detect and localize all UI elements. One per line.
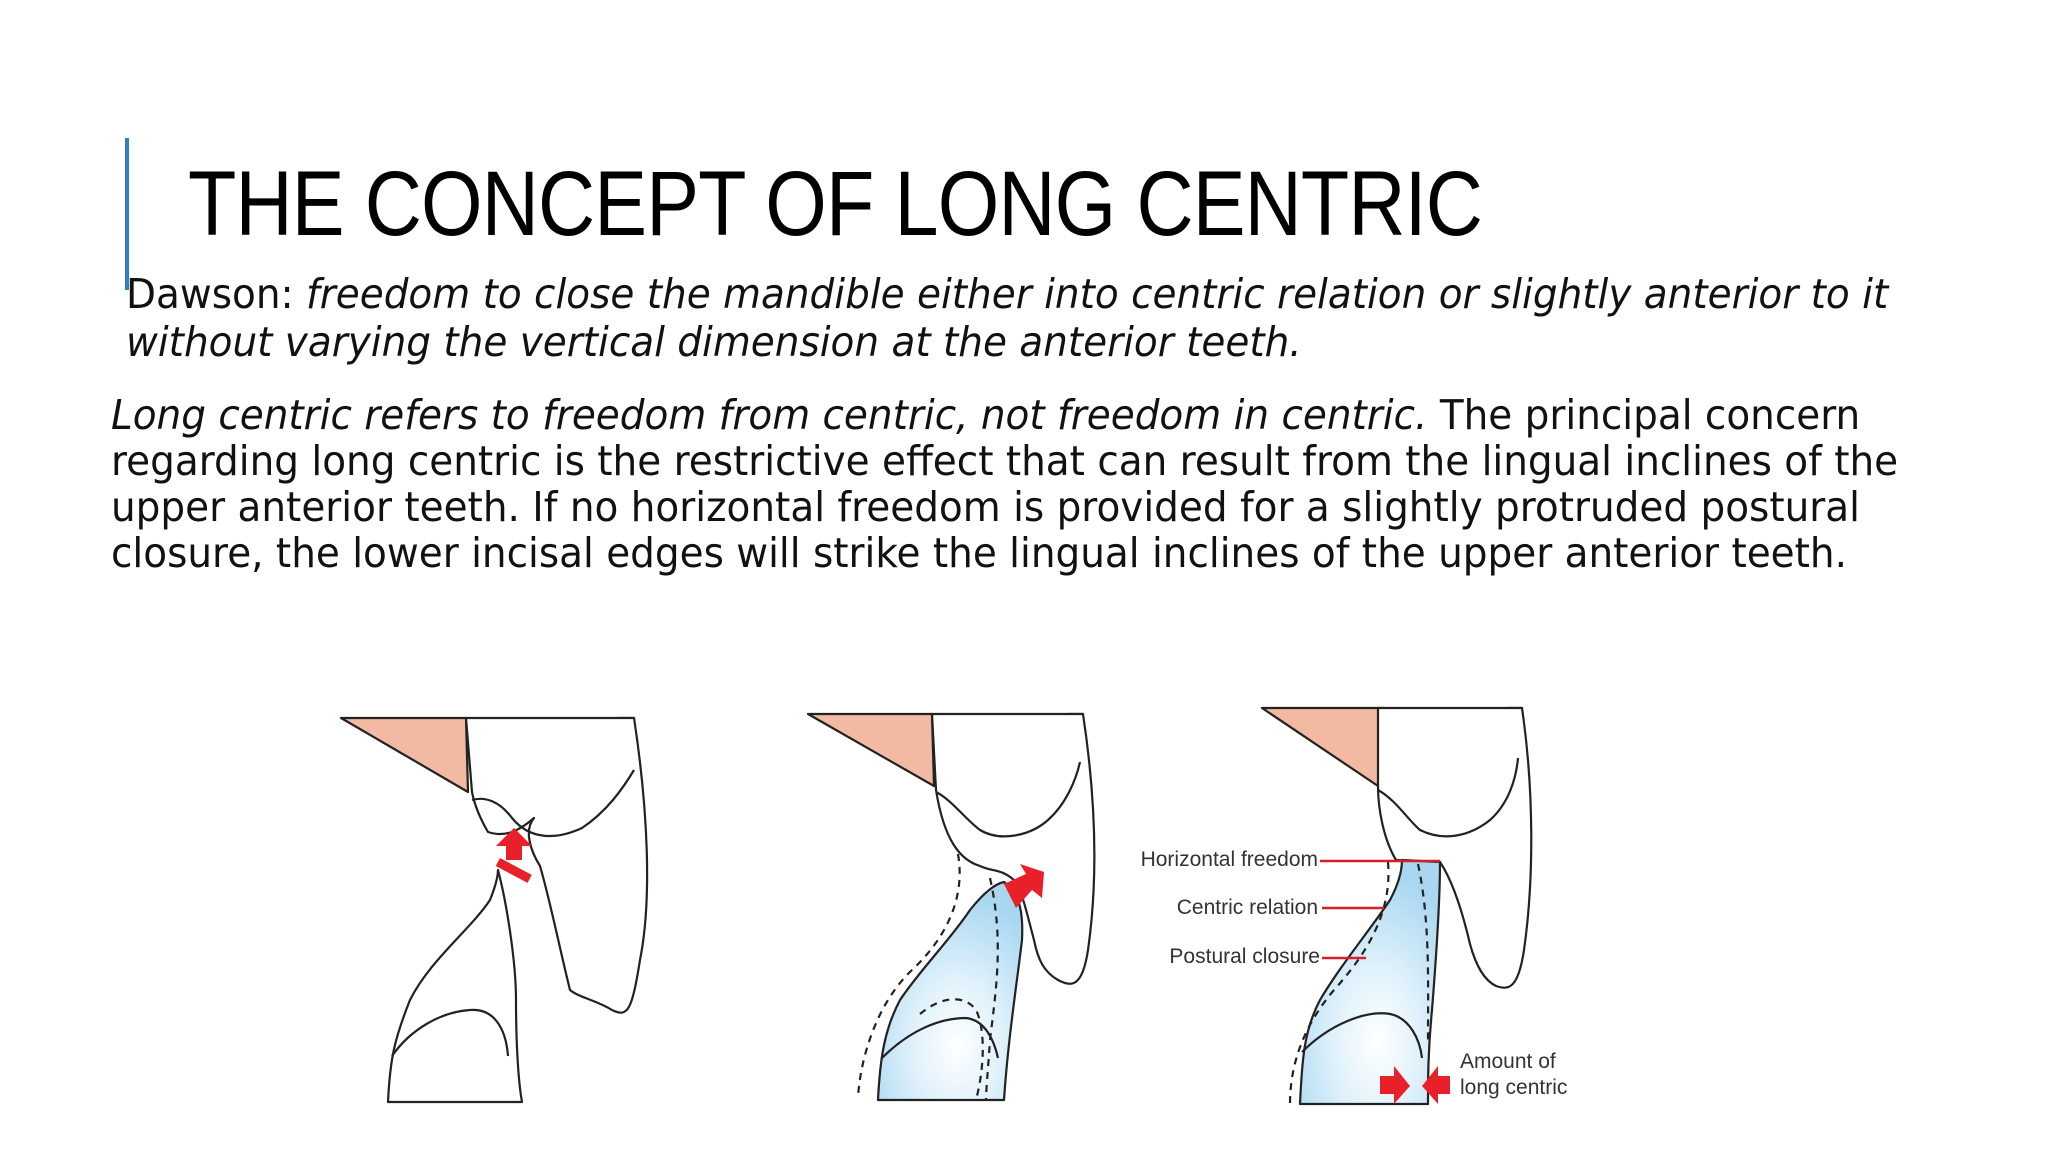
- centric-relation-label: Centric relation: [1177, 896, 1318, 919]
- definition-prefix: Dawson:: [126, 270, 307, 318]
- gingiva-1-left: [339, 716, 470, 794]
- explanation-line-1-rest: The principal concern: [1427, 391, 1861, 439]
- lower-tooth-3: [1298, 858, 1442, 1106]
- upper-tooth-1: [464, 716, 649, 1014]
- crown-line-1: [471, 769, 635, 838]
- definition-line-2: without varying the vertical dimension a…: [126, 318, 1931, 366]
- lower-tooth-2: [876, 880, 1024, 1102]
- title-accent-bar: [125, 138, 129, 290]
- panel-1-diagram: [339, 716, 649, 1104]
- explanation-line-1: Long centric refers to freedom from cent…: [111, 392, 1935, 438]
- lower-crown-line-2: [881, 1016, 1000, 1059]
- explanation-line-4: closure, the lower incisal edges will st…: [111, 529, 1847, 577]
- dashed-outline-2a: [856, 853, 961, 1099]
- dashed-outline-2b: [984, 877, 999, 1101]
- panel-3-diagram: [1260, 706, 1533, 1106]
- long-centric-label: long centric: [1460, 1076, 1567, 1099]
- lower-crown-line-1: [391, 1008, 510, 1057]
- gingiva-2-left: [806, 712, 936, 788]
- definition-italic-1: freedom to close the mandible either int…: [306, 270, 1889, 318]
- slide-title: THE CONCEPT OF LONG CENTRIC: [188, 153, 1483, 255]
- upper-tooth-2: [930, 712, 1096, 985]
- contact-mark-1: [495, 858, 532, 883]
- left-arrow-icon: [1422, 1066, 1450, 1104]
- explanation-line-3: upper anterior teeth. If no horizontal f…: [111, 483, 1860, 531]
- right-arrow-icon: [1380, 1066, 1410, 1104]
- crown-line-2: [935, 761, 1082, 838]
- upper-tooth-3: [1376, 706, 1533, 989]
- definition-line-1: Dawson: freedom to close the mandible ei…: [126, 270, 1931, 318]
- panel-2-diagram: [806, 712, 1096, 1102]
- gingiva-3-left: [1260, 706, 1386, 788]
- explanation-line-2: regarding long centric is the restrictiv…: [111, 437, 1899, 485]
- definition-italic-2: without varying the vertical dimension a…: [126, 318, 1302, 366]
- definition-paragraph: Dawson: freedom to close the mandible ei…: [126, 270, 1931, 366]
- crown-line-3: [1377, 757, 1520, 838]
- postural-closure-label: Postural closure: [1169, 945, 1320, 968]
- horizontal-freedom-label: Horizontal freedom: [1141, 848, 1318, 871]
- amount-of-label: Amount of: [1460, 1050, 1556, 1073]
- explanation-italic-lead: Long centric refers to freedom from cent…: [111, 391, 1428, 439]
- explanation-paragraph: Long centric refers to freedom from cent…: [111, 392, 1935, 576]
- dashed-outline-3a: [1288, 861, 1390, 1105]
- lower-tooth-1: [386, 868, 524, 1104]
- diagonal-arrow-icon: [1004, 864, 1044, 908]
- up-arrow-icon: [496, 828, 532, 860]
- lower-crown-line-3: [1301, 1012, 1424, 1059]
